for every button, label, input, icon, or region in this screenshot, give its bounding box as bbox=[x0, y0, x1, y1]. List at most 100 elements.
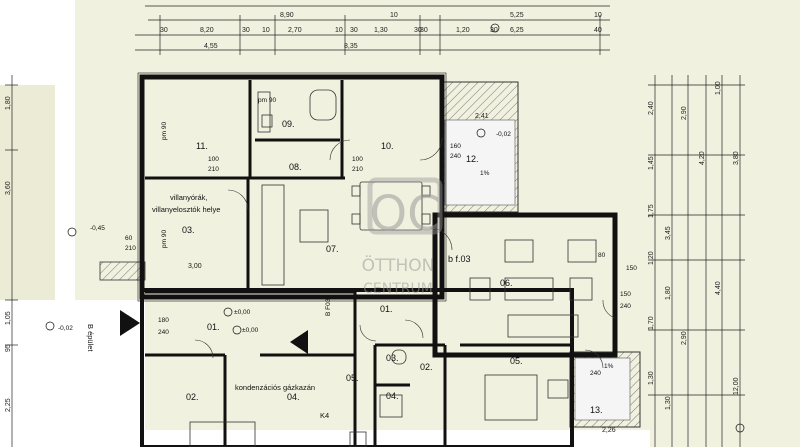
dim-right-15: 12,00 bbox=[733, 377, 740, 395]
room-labels: villanyórák, villanyelosztók helye konde… bbox=[86, 97, 471, 420]
label-f03: B F03 bbox=[325, 298, 332, 316]
watermark-bottom: CENTRUM bbox=[363, 281, 433, 297]
furniture bbox=[189, 89, 597, 447]
dim-right-6: 1,75 bbox=[648, 204, 655, 218]
room-09: 09. bbox=[282, 119, 295, 129]
dim-top-13: 4,55 bbox=[204, 43, 218, 50]
dim-int-3: 180 bbox=[158, 317, 169, 324]
dim-left-1: 3,60 bbox=[5, 181, 12, 195]
dim-top-0: 8,90 bbox=[280, 12, 294, 19]
entrance-arrow-left bbox=[120, 310, 140, 336]
dim-right-14: 1,30 bbox=[665, 396, 672, 410]
level-texts: -0,02 -0,45 -0,02 ±0,00 ±0,00 1% 1% bbox=[58, 131, 614, 370]
dim-right-2: 3,80 bbox=[733, 151, 740, 165]
room-10: 10. bbox=[381, 141, 394, 151]
dim-left-2: 1,05 bbox=[5, 311, 12, 325]
right-dimensions: 1,00 2,90 3,80 4,20 2,40 1,45 1,75 3,45 … bbox=[648, 81, 740, 410]
dim-top-4: 30 bbox=[160, 27, 168, 34]
level-a: -0,02 bbox=[496, 131, 511, 138]
dim-int-8: 240 bbox=[450, 153, 461, 160]
label-bf03: b f.03 bbox=[448, 254, 471, 264]
dim-int-6: 210 bbox=[208, 166, 219, 173]
dim-int-7: 160 bbox=[450, 143, 461, 150]
dim-right-3: 4,20 bbox=[699, 151, 706, 165]
dim-right-9: 1,80 bbox=[665, 286, 672, 300]
room-01b: 01. bbox=[380, 304, 393, 314]
exterior-walls bbox=[137, 72, 618, 447]
level-f: 1% bbox=[480, 170, 490, 177]
dim-right-1: 2,90 bbox=[681, 106, 688, 120]
dim-int-12: 210 bbox=[352, 166, 363, 173]
dim-top-10: 30 bbox=[350, 27, 358, 34]
dim-top-8: 2,70 bbox=[288, 27, 302, 34]
room-01a: 01. bbox=[207, 322, 220, 332]
dim-int-1: 3,00 bbox=[188, 263, 202, 270]
level-b: -0,45 bbox=[90, 225, 105, 232]
room-11: 11. bbox=[196, 141, 208, 151]
dim-int-9: 60 bbox=[125, 235, 133, 242]
dim-top-14: 8,35 bbox=[344, 43, 358, 50]
label-villanyorak: villanyórák, bbox=[170, 193, 208, 202]
interior-walls bbox=[145, 80, 570, 445]
dim-right-12: 1,70 bbox=[648, 316, 655, 330]
level-c: -0,02 bbox=[58, 325, 73, 332]
room-04a: 04. bbox=[287, 392, 300, 402]
dim-top-12: 30 bbox=[420, 27, 428, 34]
dim-top-7: 10 bbox=[262, 27, 270, 34]
dim-int-13: 80 bbox=[598, 252, 606, 259]
room-02a: 02. bbox=[186, 392, 199, 402]
room-05a: 05. bbox=[346, 373, 359, 383]
dim-int-2: 2,26 bbox=[602, 427, 616, 434]
dim-right-4: 2,40 bbox=[648, 101, 655, 115]
dim-top-3: 10 bbox=[594, 12, 602, 19]
entrance-arrow-center bbox=[290, 330, 308, 354]
room-03b: 03. bbox=[386, 353, 399, 363]
dim-top-9: 10 bbox=[335, 27, 343, 34]
dim-top-6: 30 bbox=[242, 27, 250, 34]
door-swings bbox=[194, 137, 616, 369]
interior-dimensions: 2,41 3,00 2,26 180 240 100 210 160 240 6… bbox=[125, 113, 637, 434]
dim-right-11: 2,90 bbox=[681, 331, 688, 345]
dim-int-4: 240 bbox=[158, 329, 169, 336]
dim-right-0: 1,00 bbox=[715, 81, 722, 95]
dim-right-7: 3,45 bbox=[665, 226, 672, 240]
label-pm90-b: pm 90 bbox=[161, 122, 168, 140]
dim-top-15: 30 bbox=[414, 27, 422, 34]
left-dimensions: 1,80 3,60 1,05 2,25 95 bbox=[5, 96, 12, 412]
dim-left-0: 1,80 bbox=[5, 96, 12, 110]
top-dimension-lines bbox=[135, 5, 610, 55]
right-dimension-lines bbox=[648, 75, 745, 447]
watermark-logo: OC ÖTTHON CENTRUM bbox=[362, 177, 443, 297]
dim-left-4: 95 bbox=[5, 344, 12, 352]
level-e: ±0,00 bbox=[242, 327, 259, 334]
paved-bottom bbox=[130, 430, 650, 447]
room-03a: 03. bbox=[182, 225, 195, 235]
room-12: 12. bbox=[466, 154, 479, 164]
room-numbers: 11. 09. 08. 10. 12. 03. 07. 06. 01. 01. … bbox=[182, 119, 603, 415]
dim-top-16: 1,20 bbox=[456, 27, 470, 34]
dim-int-0: 2,41 bbox=[475, 113, 489, 120]
watermark-top: ÖTTHON bbox=[362, 254, 435, 276]
dim-top-5: 8,20 bbox=[200, 27, 214, 34]
dim-int-17: 240 bbox=[620, 303, 631, 310]
label-pm90-c: pm 90 bbox=[161, 230, 168, 248]
room-05b: 05. bbox=[510, 356, 523, 366]
room-02b: 02. bbox=[420, 362, 433, 372]
dim-top-18: 6,25 bbox=[510, 27, 524, 34]
label-kondenzacios: kondenzációs gázkazán bbox=[235, 383, 315, 392]
dim-top-17: 30 bbox=[490, 27, 498, 34]
room-13: 13. bbox=[590, 405, 603, 415]
dim-int-5: 100 bbox=[208, 156, 219, 163]
label-pm90: pm 90 bbox=[258, 97, 276, 104]
room-08: 08. bbox=[289, 162, 302, 172]
watermark-mark: OC bbox=[369, 186, 440, 242]
dim-left-3: 2,25 bbox=[5, 398, 12, 412]
left-dimension-lines bbox=[5, 75, 18, 447]
dim-int-16: 150 bbox=[620, 291, 631, 298]
room-04b: 04. bbox=[386, 391, 399, 401]
label-k4: K4 bbox=[320, 411, 329, 420]
dim-right-8: 4,40 bbox=[715, 281, 722, 295]
dim-int-15: 240 bbox=[590, 370, 601, 377]
dim-right-10: 1,20 bbox=[648, 251, 655, 265]
